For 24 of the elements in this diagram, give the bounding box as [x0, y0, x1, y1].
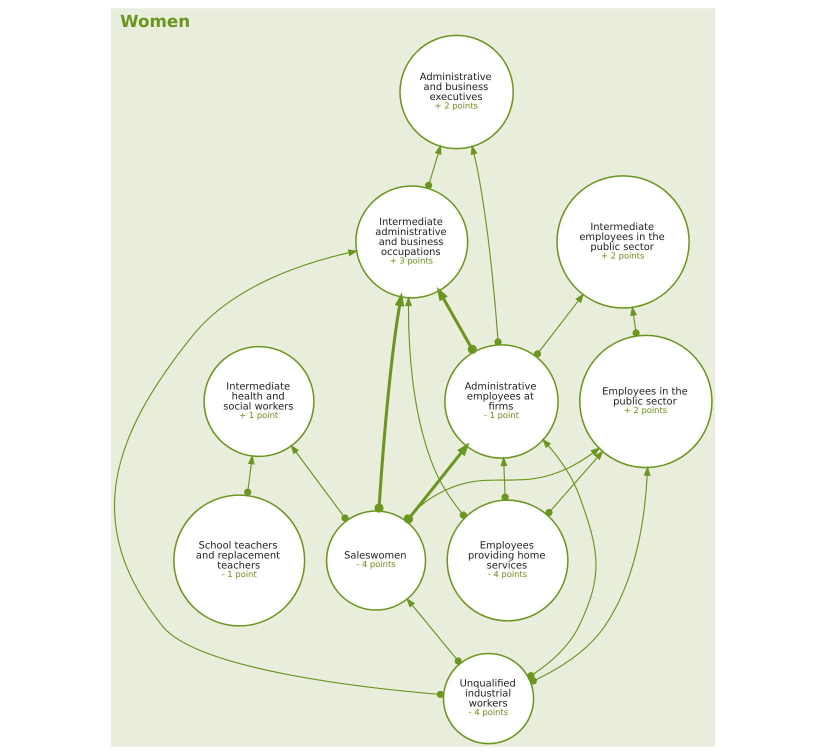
- node-circle: Intermediate employees in the public sector + 2 points: [556, 175, 690, 309]
- arrow: [630, 306, 640, 337]
- arrow: [470, 144, 502, 346]
- arrow: [533, 293, 584, 358]
- arrow: [500, 456, 508, 501]
- arrow: [290, 444, 348, 522]
- arrow: [436, 286, 476, 354]
- arrow: [406, 598, 462, 665]
- node-circle: School teachers and replacement teachers - 1 point: [172, 494, 305, 627]
- arrow: [544, 450, 604, 516]
- node-circle: Saleswomen - 4 points: [325, 510, 426, 611]
- arrow: [529, 466, 650, 685]
- node-circle: Employees providing home services - 4 points: [446, 499, 568, 622]
- arrow: [404, 296, 466, 519]
- node-circle: Administrative and business executives + 2 points: [398, 34, 514, 150]
- arrow: [114, 249, 444, 698]
- diagram-title: Women: [120, 10, 190, 31]
- node-circle: Intermediate administrative and business occupations + 3 points: [354, 185, 468, 299]
- arrow: [526, 438, 596, 680]
- arrow: [374, 292, 404, 513]
- arrow: [424, 144, 441, 189]
- node-circle: Intermediate health and social workers + 1 point: [202, 346, 314, 458]
- node-circle: Employees in the public sector + 2 points: [578, 334, 712, 468]
- arrow: [244, 454, 254, 496]
